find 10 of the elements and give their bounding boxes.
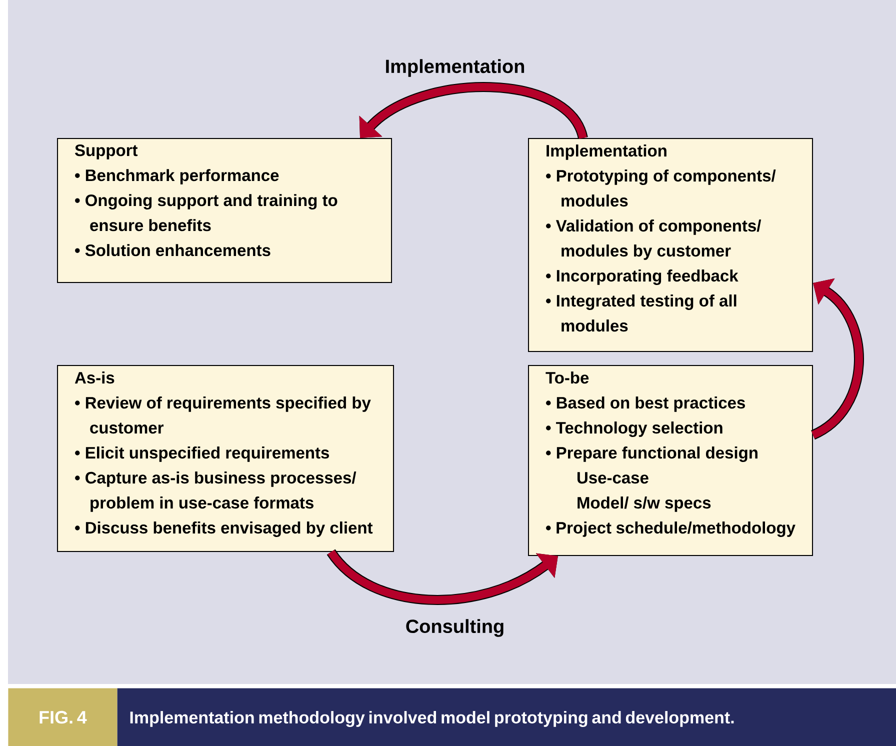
curved-arrow [327, 548, 558, 605]
edge-label: Implementation [382, 57, 528, 79]
caption-bar: Implementation methodology involved model prototyping and development. [117, 688, 896, 746]
text-box: As-is • Review of requirements specified by customer • Elicit unspecified requirements • Capture as-is business processes/ problem in use-case formats • Discuss benefits envisaged by client [57, 365, 394, 552]
text-box: Implementation • Prototyping of components/ modules • Validation of components/ modules by customer • Incorporating feedback • Integrated testing of all modules [528, 138, 813, 352]
text-box: To-be • Based on best practices • Technology selection • Prepare functional design Use-case Model/ s/w specs • Project schedule/methodology [528, 365, 813, 556]
curved-arrow [359, 82, 588, 140]
text-box: Support • Benchmark performance • Ongoing support and training to ensure benefits • Solution enhancements [57, 138, 392, 283]
edge-label: Consulting [403, 617, 507, 639]
figure-number-tab: FIG. 4 [8, 688, 118, 746]
